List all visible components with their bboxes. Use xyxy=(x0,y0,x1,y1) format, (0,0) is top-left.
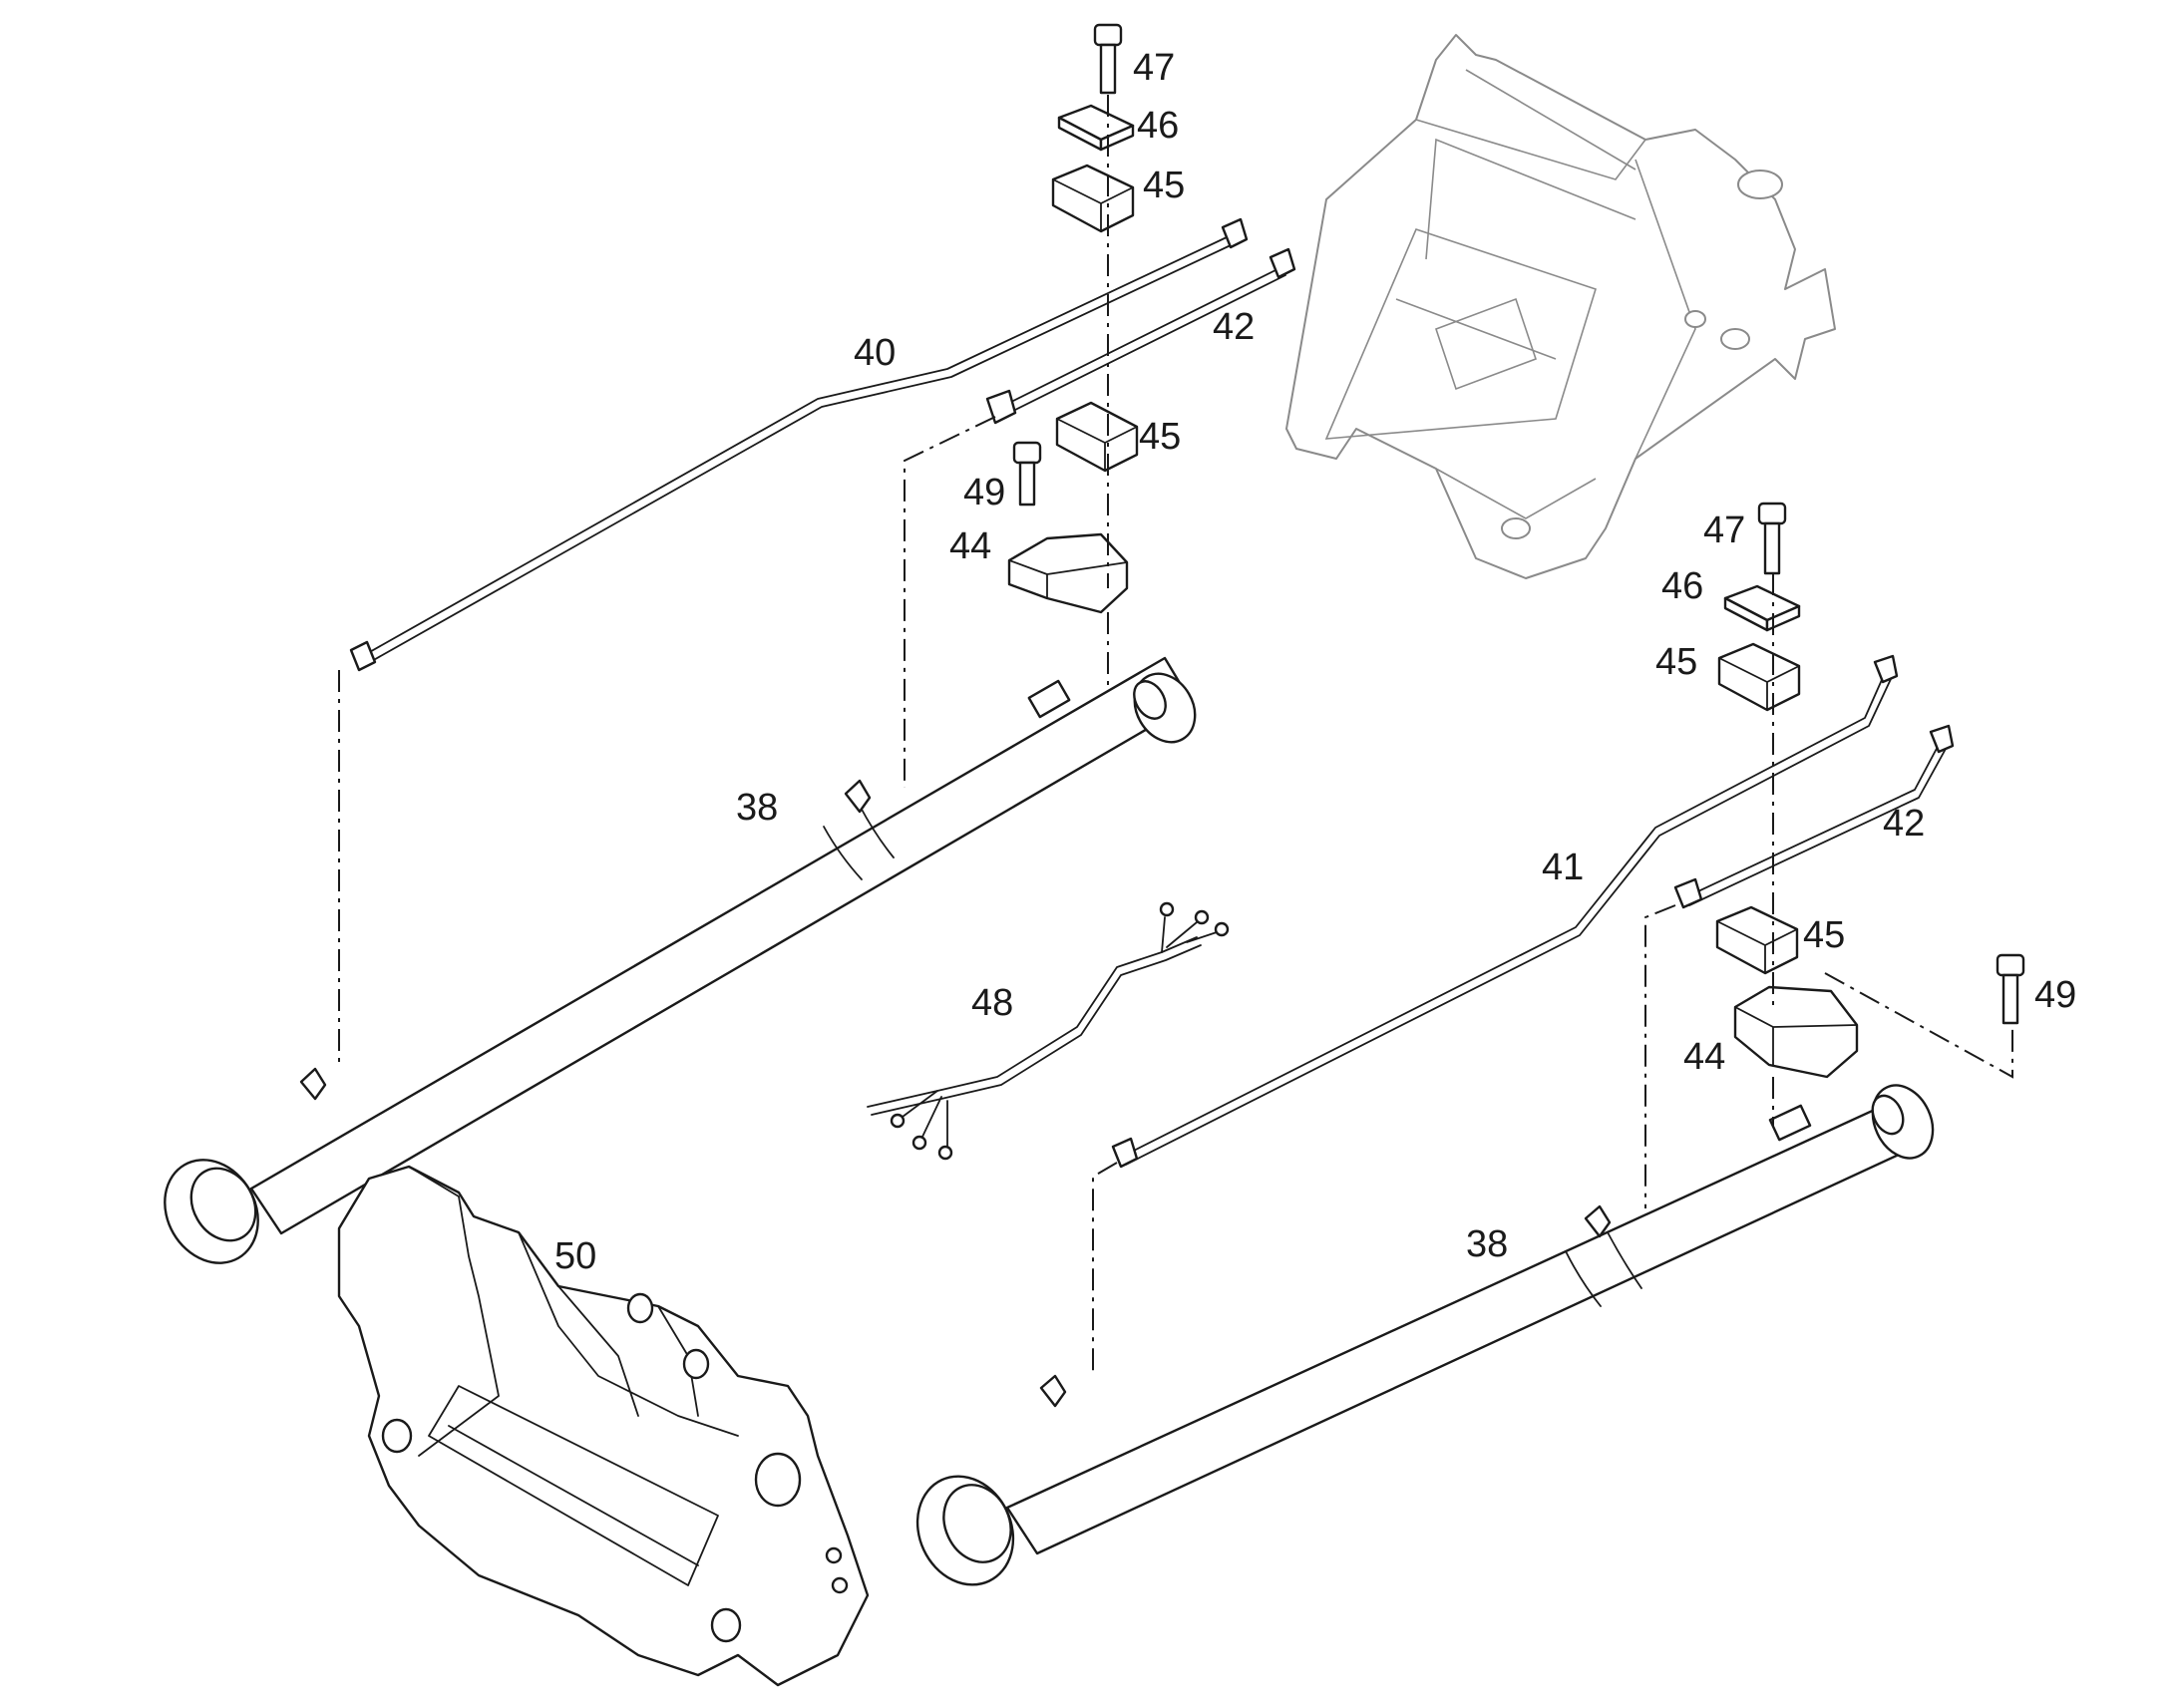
bolt-47-right xyxy=(1757,502,1787,575)
bolt-49-right xyxy=(1996,953,2025,1025)
hydraulic-cylinder-right xyxy=(915,1084,1935,1586)
loader-frame-ghost xyxy=(1285,34,1836,579)
callout-49-right: 49 xyxy=(2034,974,2076,1016)
clamp-45-left-mid xyxy=(1055,401,1139,473)
callout-45-top: 45 xyxy=(1143,165,1185,206)
clamp-45-right-top xyxy=(1717,642,1801,712)
callout-45-right-top: 45 xyxy=(1655,641,1697,683)
clamp-45-left-top xyxy=(1051,164,1135,233)
callout-40: 40 xyxy=(854,332,896,374)
callout-48: 48 xyxy=(971,982,1013,1024)
callout-50: 50 xyxy=(554,1235,596,1277)
plate-46-right xyxy=(1723,584,1801,632)
pipe-42-right xyxy=(1673,724,1955,909)
plate-46-left xyxy=(1057,104,1135,152)
callout-47-top: 47 xyxy=(1133,47,1175,89)
pipe-41 xyxy=(1111,654,1899,1169)
bolt-49-left xyxy=(1012,441,1042,507)
bracket-44-left xyxy=(1007,532,1129,614)
callout-41: 41 xyxy=(1542,847,1584,888)
callout-38-left: 38 xyxy=(736,787,778,829)
leader-lines xyxy=(338,95,2013,1372)
callout-46-right: 46 xyxy=(1661,565,1703,607)
quick-coupler-50 xyxy=(337,1165,870,1687)
hydraulic-cylinder-left xyxy=(164,656,1197,1264)
callout-42-right: 42 xyxy=(1883,803,1925,845)
callout-49-left: 49 xyxy=(963,472,1005,513)
bracket-44-right xyxy=(1733,985,1859,1079)
bolt-47-left xyxy=(1093,23,1123,95)
callout-44-left: 44 xyxy=(949,525,991,567)
pipe-40 xyxy=(349,217,1249,672)
clamp-45-right-mid xyxy=(1715,905,1799,975)
wiring-harness-48 xyxy=(867,901,1230,1161)
callout-47-right: 47 xyxy=(1703,510,1745,551)
callout-44-right: 44 xyxy=(1683,1036,1725,1078)
callout-45-right-mid: 45 xyxy=(1803,914,1845,956)
pipe-42-left xyxy=(985,247,1296,425)
callout-42-left: 42 xyxy=(1213,306,1255,348)
callout-38-right: 38 xyxy=(1466,1223,1508,1265)
callout-labels: 47 46 45 40 42 45 49 44 38 47 46 45 42 4… xyxy=(554,47,2076,1277)
callout-46-top: 46 xyxy=(1137,105,1179,147)
callout-45-mid: 45 xyxy=(1139,416,1181,458)
